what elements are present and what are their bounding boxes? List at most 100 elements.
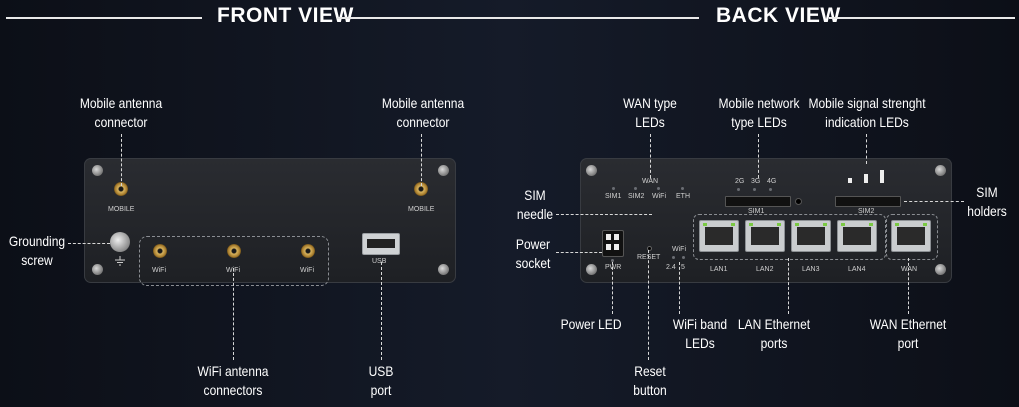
callout-wan-type-leds: WAN type LEDs [623, 95, 677, 130]
front-title-rule-left [6, 17, 202, 19]
grounding-screw[interactable] [110, 232, 130, 252]
led-3g [753, 188, 756, 191]
callout-sim-holders: SIM holders [967, 184, 1007, 219]
callout-sim-needle: SIM needle [516, 187, 554, 222]
leader-wan-ethernet-port [908, 258, 909, 314]
screw-icon [586, 165, 597, 176]
callout-usb-port: USB port [368, 363, 394, 398]
callout-power-socket: Power socket [515, 236, 551, 271]
screw-icon [438, 264, 449, 275]
callout-wifi-antennas: WiFi antenna connectors [197, 363, 269, 398]
sim2-holder[interactable] [835, 196, 901, 207]
back-device-panel: WAN SIM1 SIM2 WiFi ETH 2G 3G 4G SIM1 SIM… [580, 158, 952, 283]
led-wifi [657, 187, 660, 190]
lan3-label: LAN3 [802, 266, 820, 273]
usb-label: USB [372, 258, 387, 265]
screw-icon [935, 264, 946, 275]
wifi-1-label: WiFi [152, 267, 166, 274]
signal-led-2 [864, 174, 868, 183]
led-band-24 [672, 256, 675, 259]
pwr-label: PWR [605, 264, 622, 271]
reset-button[interactable] [647, 246, 652, 251]
lan1-port[interactable] [699, 220, 739, 252]
band-24-label: 2.4 [666, 264, 676, 271]
led-sim2 [634, 187, 637, 190]
callout-mobile-signal-leds: Mobile signal strenght indication LEDs [808, 95, 926, 130]
callout-power-led: Power LED [560, 316, 622, 332]
sim-eject-hole [795, 198, 802, 205]
leader-mobile-antenna-left [121, 134, 122, 186]
front-device-panel: MOBILE MOBILE WiFi WiFi WiFi USB [84, 158, 456, 286]
lan4-label: LAN4 [848, 266, 866, 273]
mobile-antenna-connector-right[interactable] [414, 182, 428, 196]
leader-power-led [612, 262, 613, 314]
led-sim1 [612, 187, 615, 190]
lan2-label: LAN2 [756, 266, 774, 273]
signal-led-3 [880, 170, 884, 183]
callout-mobile-antenna-right: Mobile antenna connector [381, 95, 465, 130]
lan-port-group [693, 214, 886, 260]
lan1-label: LAN1 [710, 266, 728, 273]
led-2g [737, 188, 740, 191]
screw-icon [586, 264, 597, 275]
sim2-led-label: SIM2 [628, 193, 645, 200]
leader-lan-ethernet-ports [788, 258, 789, 314]
band-5-label: 5 [681, 264, 685, 271]
wifi-antenna-connector-1[interactable] [153, 244, 167, 258]
wan-port-label: WAN [901, 266, 918, 273]
wifi-led-label: WiFi [652, 193, 666, 200]
leader-sim-needle [556, 214, 652, 215]
lan2-port[interactable] [745, 220, 785, 252]
net-2g-label: 2G [735, 178, 745, 185]
leader-sim-holders [904, 201, 964, 202]
leader-usb-port [381, 262, 382, 360]
callout-lan-ethernet-ports: LAN Ethernet ports [737, 316, 811, 351]
callout-grounding-screw: Grounding screw [8, 233, 66, 268]
wifi-connector-group [139, 236, 329, 286]
led-power [611, 259, 614, 262]
led-band-5 [682, 256, 685, 259]
leader-grounding-screw [68, 243, 110, 244]
led-eth [681, 187, 684, 190]
callout-wan-ethernet-port: WAN Ethernet port [869, 316, 947, 351]
screw-icon [92, 165, 103, 176]
lan3-port[interactable] [791, 220, 831, 252]
screw-icon [438, 165, 449, 176]
ground-icon [114, 256, 126, 266]
mobile-left-label: MOBILE [108, 206, 135, 213]
wifi-band-header-label: WiFi [672, 246, 686, 253]
mobile-right-label: MOBILE [408, 206, 435, 213]
wan-port-frame [886, 214, 938, 260]
leader-mobile-antenna-right [421, 134, 422, 186]
wifi-antenna-connector-2[interactable] [227, 244, 241, 258]
callout-reset-button: Reset button [633, 363, 667, 398]
leader-wifi-band-leds [679, 262, 680, 314]
leader-mobile-network-type-leds [758, 134, 759, 178]
lan4-port[interactable] [837, 220, 877, 252]
net-4g-label: 4G [767, 178, 777, 185]
front-title-rule-right [337, 17, 699, 19]
front-view-title: FRONT VIEW [217, 4, 354, 27]
sim2-slot-label: SIM2 [858, 208, 875, 215]
usb-port-icon[interactable] [362, 233, 400, 255]
net-3g-label: 3G [751, 178, 761, 185]
leader-reset-button [648, 250, 649, 360]
screw-icon [935, 165, 946, 176]
power-socket-icon[interactable] [602, 230, 624, 257]
sim1-slot-label: SIM1 [748, 208, 765, 215]
leader-wan-type-leds [650, 134, 651, 178]
mobile-antenna-connector-left[interactable] [114, 182, 128, 196]
led-4g [769, 188, 772, 191]
leader-mobile-signal-leds [866, 134, 867, 164]
sim1-holder[interactable] [725, 196, 791, 207]
wifi-antenna-connector-3[interactable] [301, 244, 315, 258]
screw-icon [92, 264, 103, 275]
wan-header-label: WAN [642, 178, 659, 185]
back-title-rule-right [829, 17, 1015, 19]
leader-wifi-antennas [233, 268, 234, 360]
callout-mobile-antenna-left: Mobile antenna connector [79, 95, 163, 130]
leader-power-socket [556, 252, 602, 253]
callout-wifi-band-leds: WiFi band LEDs [672, 316, 728, 351]
callout-mobile-network-type-leds: Mobile network type LEDs [718, 95, 800, 130]
wan-port[interactable] [891, 220, 931, 252]
